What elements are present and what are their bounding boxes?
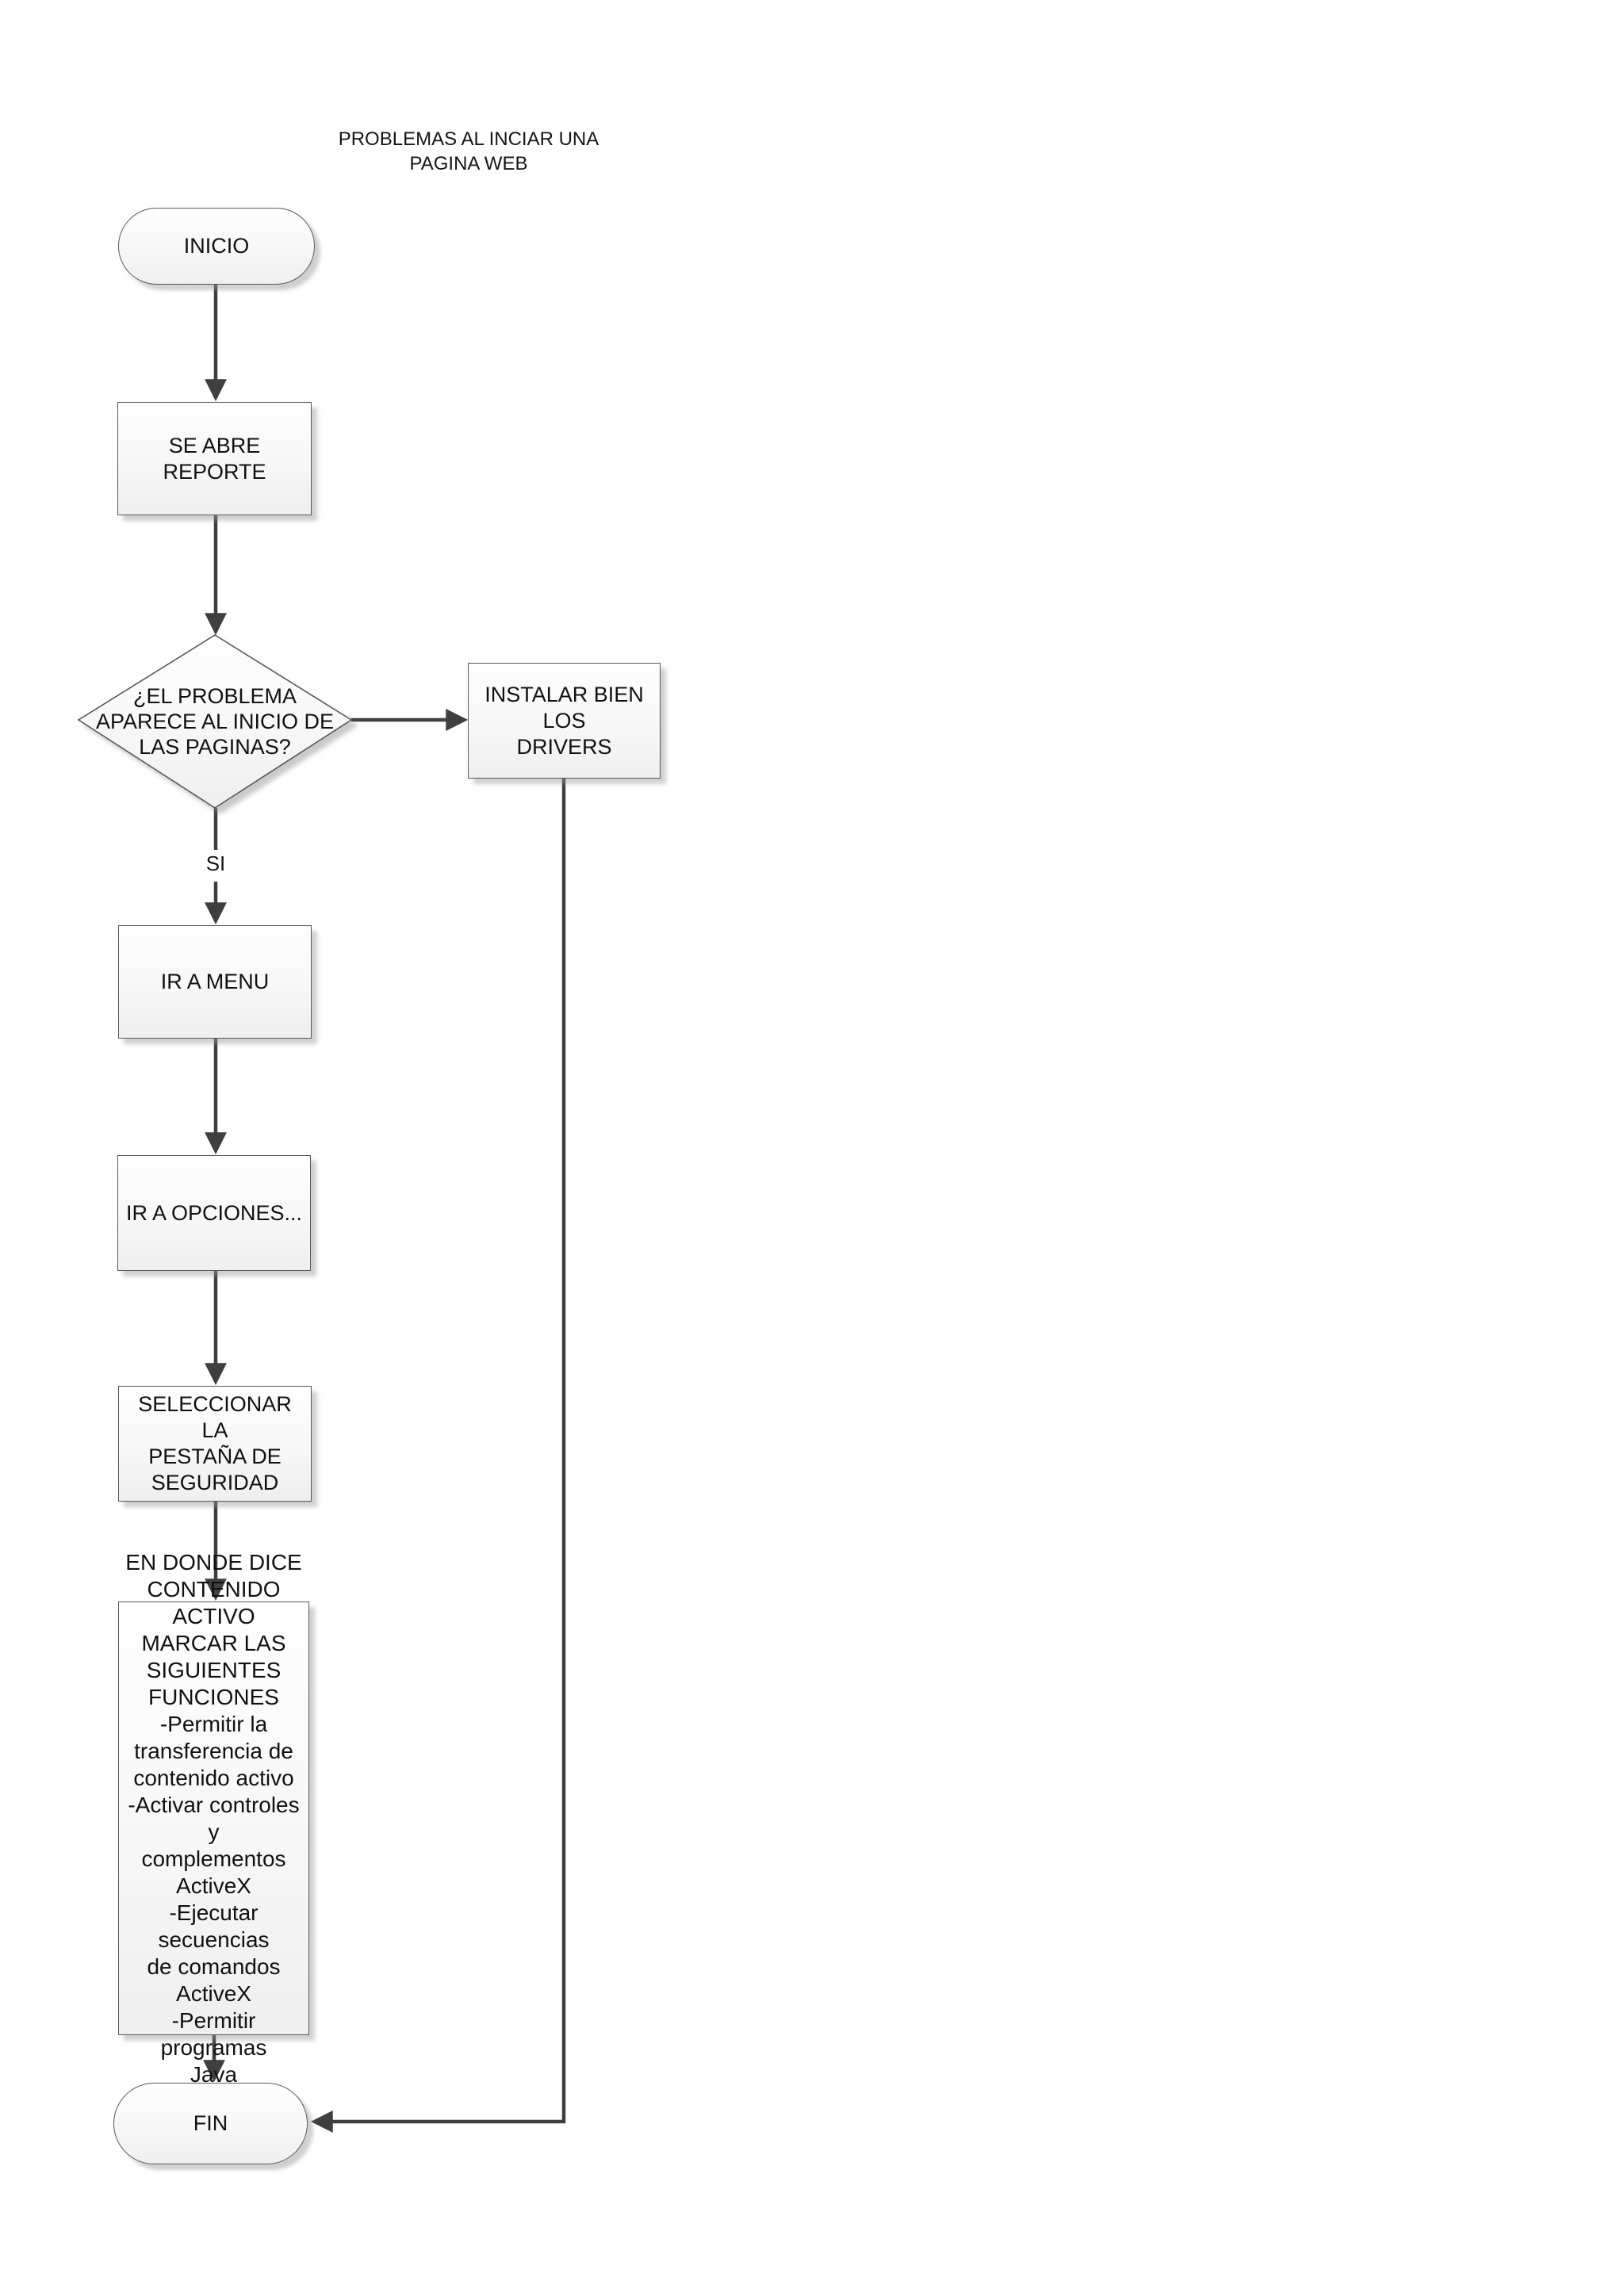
process-seleccionar-pestana: SELECCIONAR LA PESTAÑA DE SEGURIDAD [118, 1386, 312, 1502]
end-node: FIN [113, 2083, 308, 2164]
process-ir-a-opciones-label: IR A OPCIONES... [125, 1200, 303, 1225]
process-contenido-activo-label: EN DONDE DICE CONTENIDO ACTIVO MARCAR LA… [125, 1549, 302, 2087]
decision-problema-label-wrap: ¿EL PROBLEMA APARECE AL INICIO DE LAS PA… [79, 635, 351, 808]
process-ir-a-menu: IR A MENU [118, 925, 312, 1039]
process-ir-a-opciones: IR A OPCIONES... [117, 1155, 311, 1271]
process-se-abre-reporte-label: SE ABRE REPORTE [163, 433, 266, 484]
decision-problema-label: ¿EL PROBLEMA APARECE AL INICIO DE LAS PA… [95, 684, 335, 759]
end-node-label: FIN [193, 2111, 228, 2135]
process-seleccionar-pestana-label: SELECCIONAR LA PESTAÑA DE SEGURIDAD [138, 1392, 292, 1494]
process-se-abre-reporte: SE ABRE REPORTE [117, 402, 312, 515]
branch-label-si: SI [205, 851, 226, 875]
process-contenido-activo: EN DONDE DICE CONTENIDO ACTIVO MARCAR LA… [118, 1550, 309, 2087]
decision-shape [77, 634, 353, 809]
flowchart-title: PROBLEMAS AL INCIAR UNA PAGINA WEB [338, 128, 599, 174]
process-ir-a-menu-label: IR A MENU [160, 970, 270, 993]
start-node-label: INICIO [183, 234, 250, 258]
process-instalar-drivers: INSTALAR BIEN LOS DRIVERS [468, 663, 661, 779]
process-instalar-drivers-label: INSTALAR BIEN LOS DRIVERS [485, 682, 644, 759]
start-node: INICIO [118, 208, 315, 285]
connector-instalar-to-fin [310, 779, 566, 2133]
